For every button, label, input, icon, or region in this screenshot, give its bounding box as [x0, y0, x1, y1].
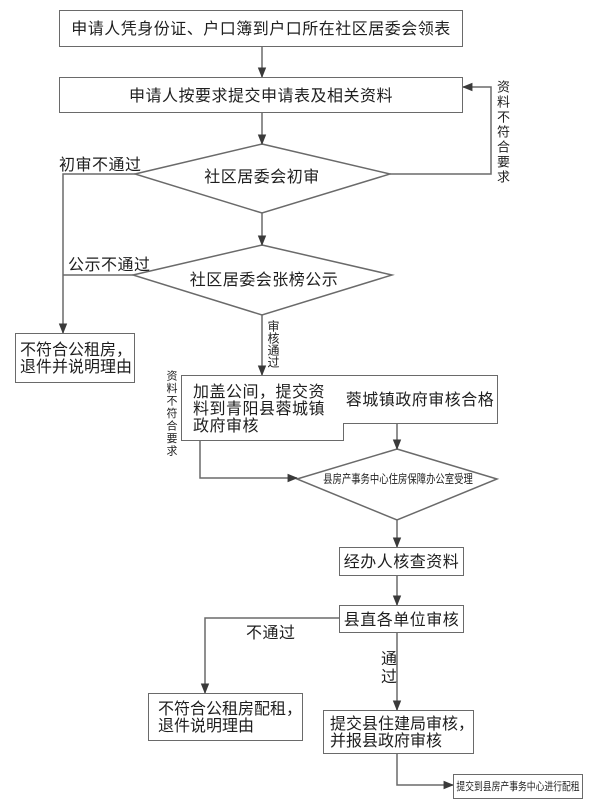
node-collect-form: 申请人凭身份证、户口簿到户口所在社区居委会领表 [59, 10, 463, 47]
node-town-review-pass: 蓉城镇政府审核合格 [343, 375, 498, 424]
node-county-units-review: 县直各单位审核 [339, 605, 464, 633]
node-label-line-2: 退件并说明理由 [20, 357, 133, 376]
arrow-initial-review-back-to-submit [390, 82, 492, 175]
arrow-stamp-submit-to-housing-office [199, 440, 299, 483]
node-label-line-1: 不符合公租房配租， [158, 699, 303, 718]
node-label-line-3: 政府审核 [193, 415, 260, 435]
arrow-initial-fail-to-reject [58, 173, 135, 335]
arrow-units-fail-to-reject [200, 617, 339, 695]
edge-label-materials-noncompliant-right: 资料不符合要求 [494, 80, 509, 185]
node-label-line-1: 提交县住建局审核， [330, 714, 475, 733]
edge-label-review-pass: 审核通过 [266, 320, 280, 368]
decision-label-housing-office: 县房产事务中心住房保障办公室受理 [302, 473, 494, 485]
node-reject-allocation: 不符合公租房配租， 退件说明理由 [148, 693, 303, 741]
node-label: 申请人凭身份证、户口簿到户口所在社区居委会领表 [71, 19, 451, 38]
node-label: 县直各单位审核 [343, 609, 460, 629]
node-stamp-submit-town: 加盖公间，提交资 料到青阳县蓉城镇 政府审核 [181, 375, 344, 441]
arrow-bureau-to-allocate [396, 753, 455, 790]
node-officer-check: 经办人核查资料 [339, 547, 464, 576]
node-label-line-1: 不符合公租房， [20, 340, 133, 359]
node-allocate-rent: 提交到县房产事务中心进行配租 [453, 774, 583, 799]
decision-label-public-notice: 社区居委会张榜公示 [189, 270, 339, 289]
edge-label-notice-fail: 公示不通过 [68, 255, 151, 274]
node-label-line-1: 加盖公间，提交资 [193, 381, 326, 401]
node-label: 经办人核查资料 [343, 552, 460, 571]
node-label: 提交到县房产事务中心进行配租 [456, 780, 580, 793]
node-label: 蓉城镇政府审核合格 [345, 390, 495, 409]
edge-label-units-fail: 不通过 [246, 623, 296, 642]
node-label-line-2: 并报县政府审核 [330, 731, 443, 750]
node-submit-application: 申请人按要求提交申请表及相关资料 [59, 77, 463, 113]
decision-label-housing-office-text: 县房产事务中心住房保障办公室受理 [323, 472, 473, 486]
edge-label-initial-fail: 初审不通过 [59, 155, 142, 174]
edge-label-units-pass: 通过 [378, 650, 397, 686]
node-reject-notice: 不符合公租房， 退件并说明理由 [15, 333, 135, 383]
decision-label-initial-review: 社区居委会初审 [204, 167, 320, 186]
node-submit-bureau-gov: 提交县住建局审核， 并报县政府审核 [323, 710, 474, 754]
node-label-line-2: 料到青阳县蓉城镇 [193, 398, 326, 418]
node-label-line-2: 退件说明理由 [158, 716, 255, 735]
edge-label-materials-noncompliant-left: 资料不符合要求 [165, 370, 178, 458]
node-label: 申请人按要求提交申请表及相关资料 [128, 85, 393, 105]
